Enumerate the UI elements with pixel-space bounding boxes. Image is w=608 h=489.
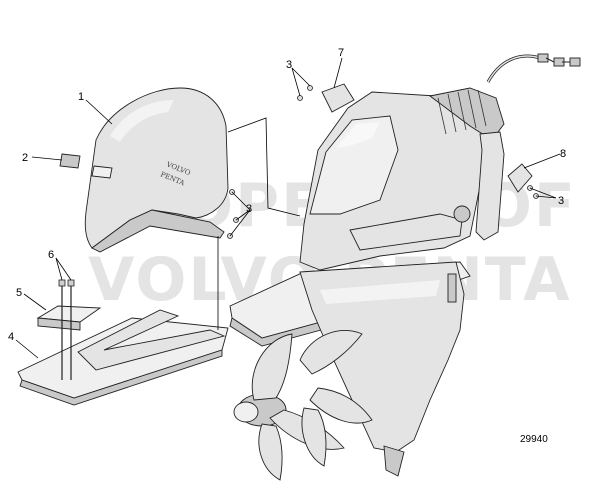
sterndrive-assembly: [229, 87, 505, 481]
lower-support-arm: [77, 309, 226, 371]
label-part-2: [59, 153, 113, 179]
cover-part-1: VOLVO PENTA: [84, 87, 229, 253]
callout-5: 5: [16, 287, 22, 299]
callout-8: 8: [560, 148, 566, 160]
callout-2: 2: [22, 152, 28, 164]
leader-lines: [15, 57, 561, 359]
bracket-part-7: [297, 83, 355, 113]
callout-1: 1: [78, 91, 84, 103]
propellers: [233, 330, 373, 481]
cable-harness: [486, 53, 581, 83]
bracket-part-5: [36, 305, 102, 331]
callout-6: 6: [48, 249, 54, 261]
callout-7: 7: [338, 47, 344, 59]
bellows: [437, 89, 487, 135]
callout-3-top: 3: [286, 59, 292, 71]
callout-4: 4: [8, 331, 14, 343]
bracket-part-8: [507, 163, 539, 199]
callouts: 1 2 3 3 3 4 5 6 7 8: [8, 47, 566, 343]
reference-number: 29940: [520, 434, 548, 445]
callout-3-cover: 3: [246, 203, 252, 215]
callout-3-right: 3: [558, 195, 564, 207]
